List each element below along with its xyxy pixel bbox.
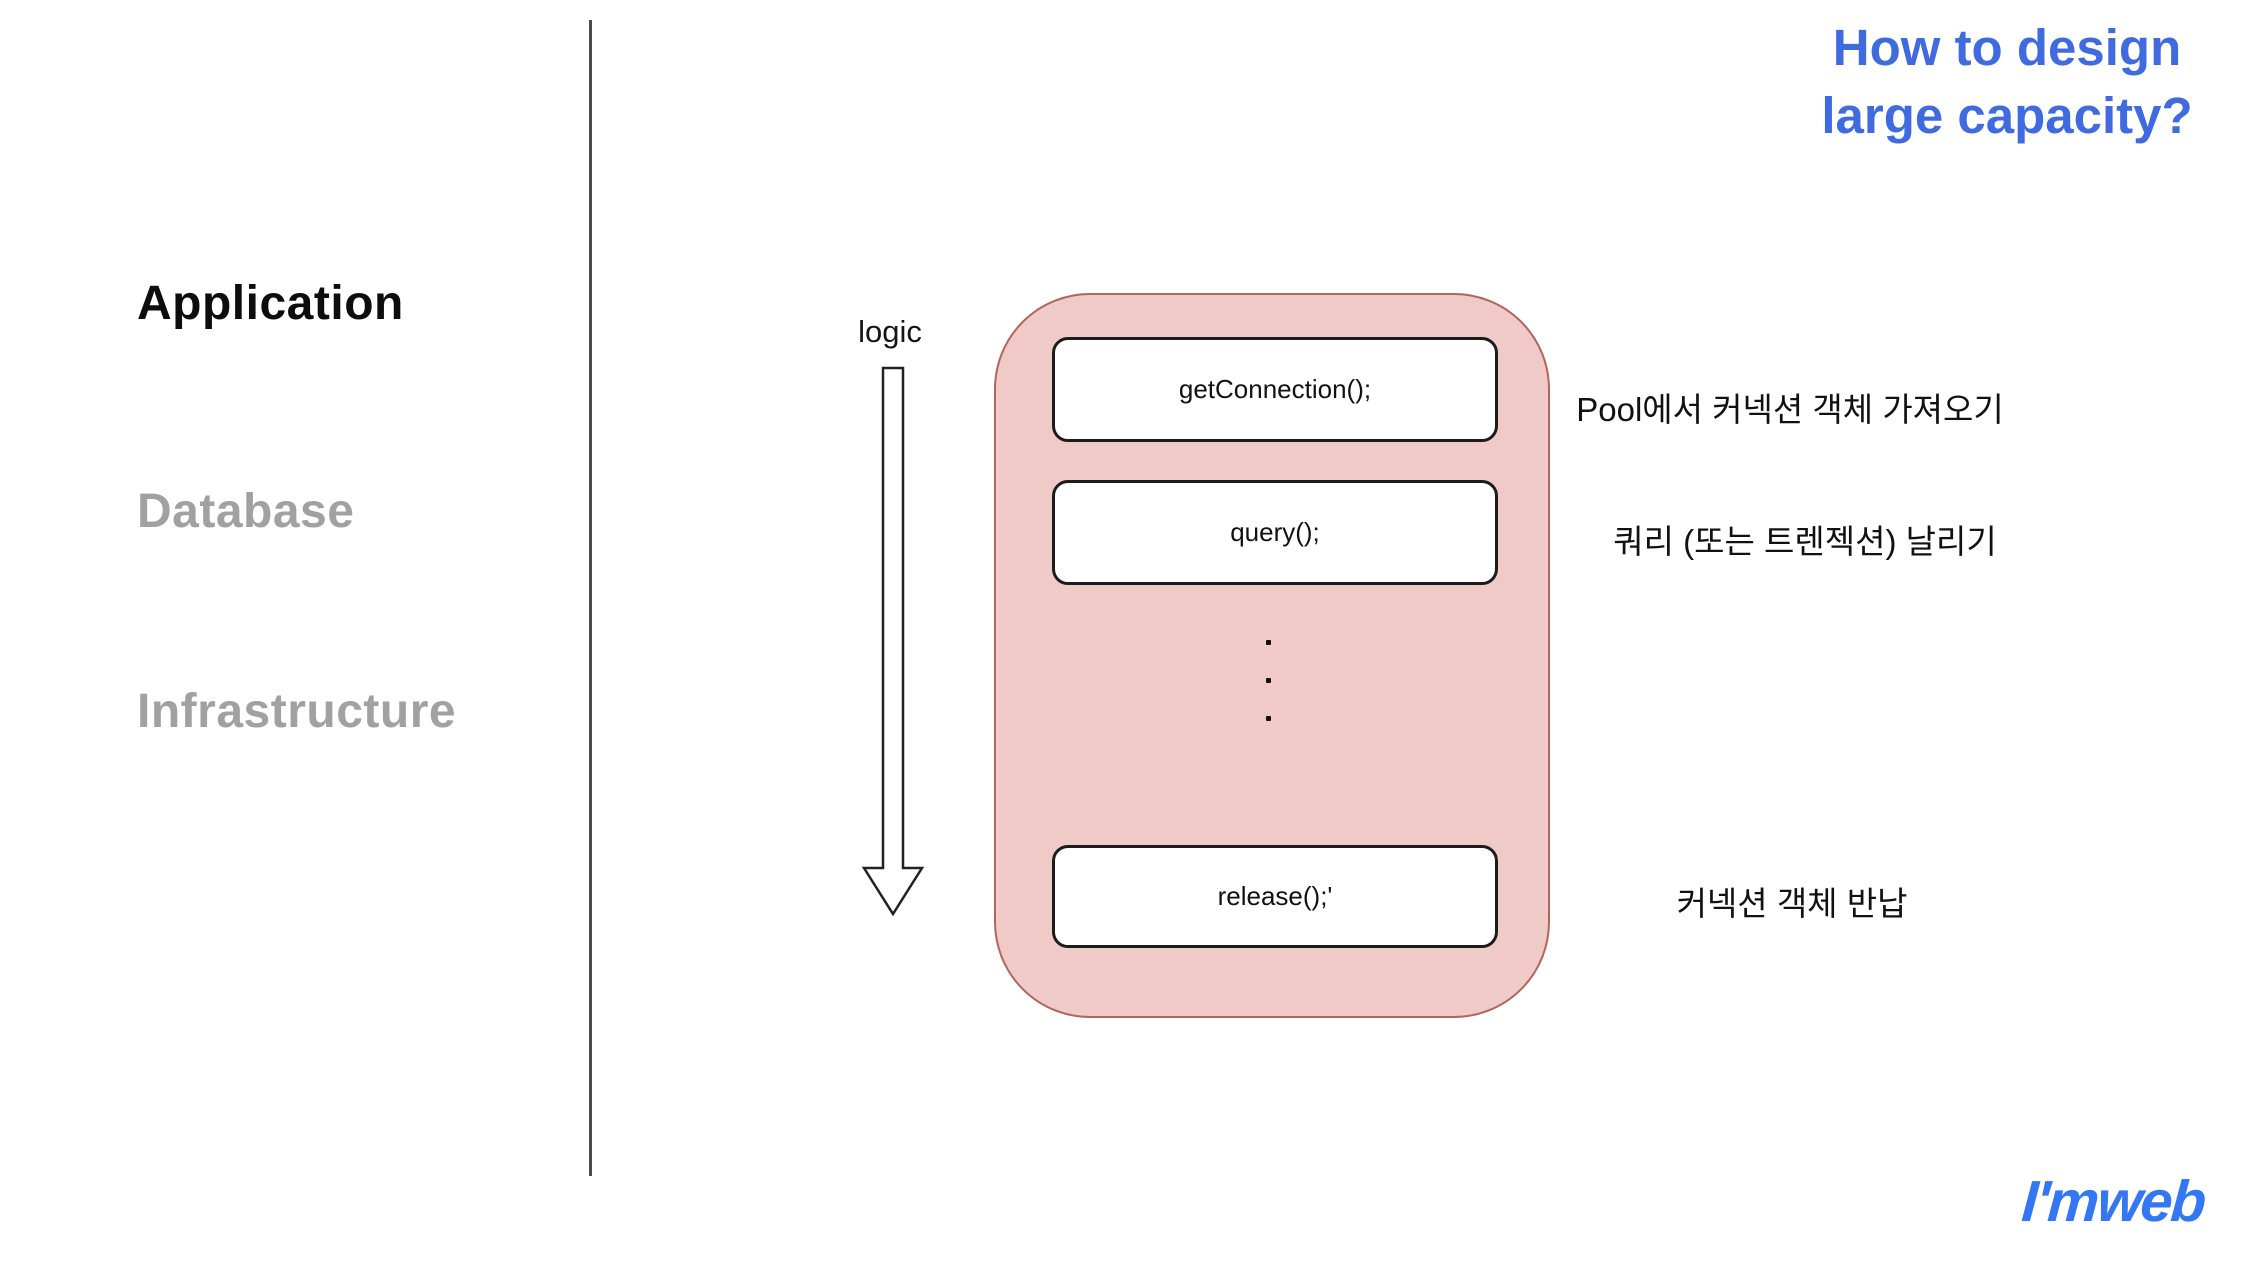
- ellipsis-dot: [1266, 716, 1271, 721]
- sidebar-item-infrastructure: Infrastructure: [137, 685, 457, 738]
- ellipsis-dot: [1266, 640, 1271, 645]
- sidebar-item-application: Application: [137, 277, 404, 330]
- ellipsis-dots: [1266, 640, 1271, 721]
- page-title-line-1: How to design: [1832, 19, 2182, 76]
- sidebar-item-database: Database: [137, 485, 355, 538]
- annotation-get-connection: Pool에서 커넥션 객체 가져오기: [1576, 391, 2004, 428]
- page-title: How to design large capacity?: [1787, 14, 2227, 150]
- code-box-query: query();: [1052, 480, 1498, 585]
- page-title-line-2: large capacity?: [1821, 87, 2193, 144]
- annotation-query: 쿼리 (또는 트렌젝션) 날리기: [1613, 523, 1997, 560]
- code-box-release: release();': [1052, 845, 1498, 948]
- annotation-release: 커넥션 객체 반납: [1676, 885, 1908, 922]
- ellipsis-dot: [1266, 678, 1271, 683]
- logic-flow-label: logic: [858, 314, 922, 349]
- imweb-logo: I'mweb: [2019, 1169, 2207, 1234]
- code-box-get-connection: getConnection();: [1052, 337, 1498, 442]
- vertical-divider: [589, 20, 592, 1176]
- down-arrow-icon: [861, 366, 925, 917]
